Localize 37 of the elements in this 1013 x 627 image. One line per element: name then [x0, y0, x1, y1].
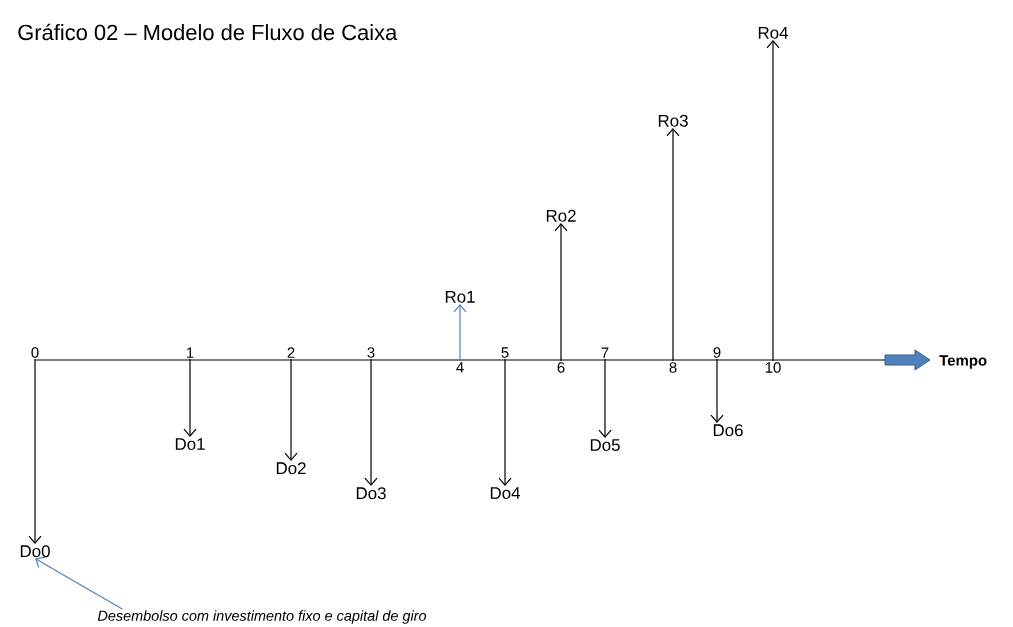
arrow [498, 358, 512, 486]
axis-label: Tempo [939, 355, 987, 369]
flow-label: Ro4 [758, 27, 789, 39]
arrow [710, 358, 724, 423]
flow-label: Do1 [175, 438, 205, 450]
arrow [598, 358, 612, 438]
arrow [183, 358, 197, 437]
flow-label: Do3 [356, 487, 386, 500]
flow-label: Ro3 [658, 114, 688, 127]
tick-label: 1 [187, 347, 194, 358]
flow-label: Ro2 [546, 209, 576, 222]
tick-label: 9 [713, 347, 721, 358]
tick-label: 2 [287, 347, 295, 358]
title: Gráfico 02 – Modelo de Fluxo de Caixa [18, 23, 398, 41]
tick-label: 8 [669, 362, 677, 373]
caption-text: Desembolso com investimento fixo e capital de giro [97, 610, 427, 624]
flow-label: Do6 [713, 424, 743, 437]
flow-label: Do2 [276, 462, 306, 475]
tick-label: 5 [501, 347, 509, 358]
flow-label: Do4 [490, 487, 521, 499]
tick-label: 10 [765, 362, 781, 373]
arrow [766, 40, 780, 362]
tick-label: 6 [557, 362, 565, 373]
flow-label: Do0 [20, 545, 50, 558]
flow-label: Do5 [590, 439, 620, 451]
arrow [28, 358, 42, 544]
arrow [364, 358, 378, 486]
leader-line [35, 556, 123, 610]
tick-label: 7 [601, 347, 609, 358]
tick-label: 3 [367, 347, 375, 358]
arrow [453, 304, 467, 362]
tick-label: 4 [456, 362, 464, 373]
arrow [554, 223, 568, 362]
tick-label: 0 [31, 347, 39, 358]
arrow [284, 358, 298, 461]
flow-label: Ro1 [445, 290, 475, 303]
arrow [666, 128, 680, 362]
